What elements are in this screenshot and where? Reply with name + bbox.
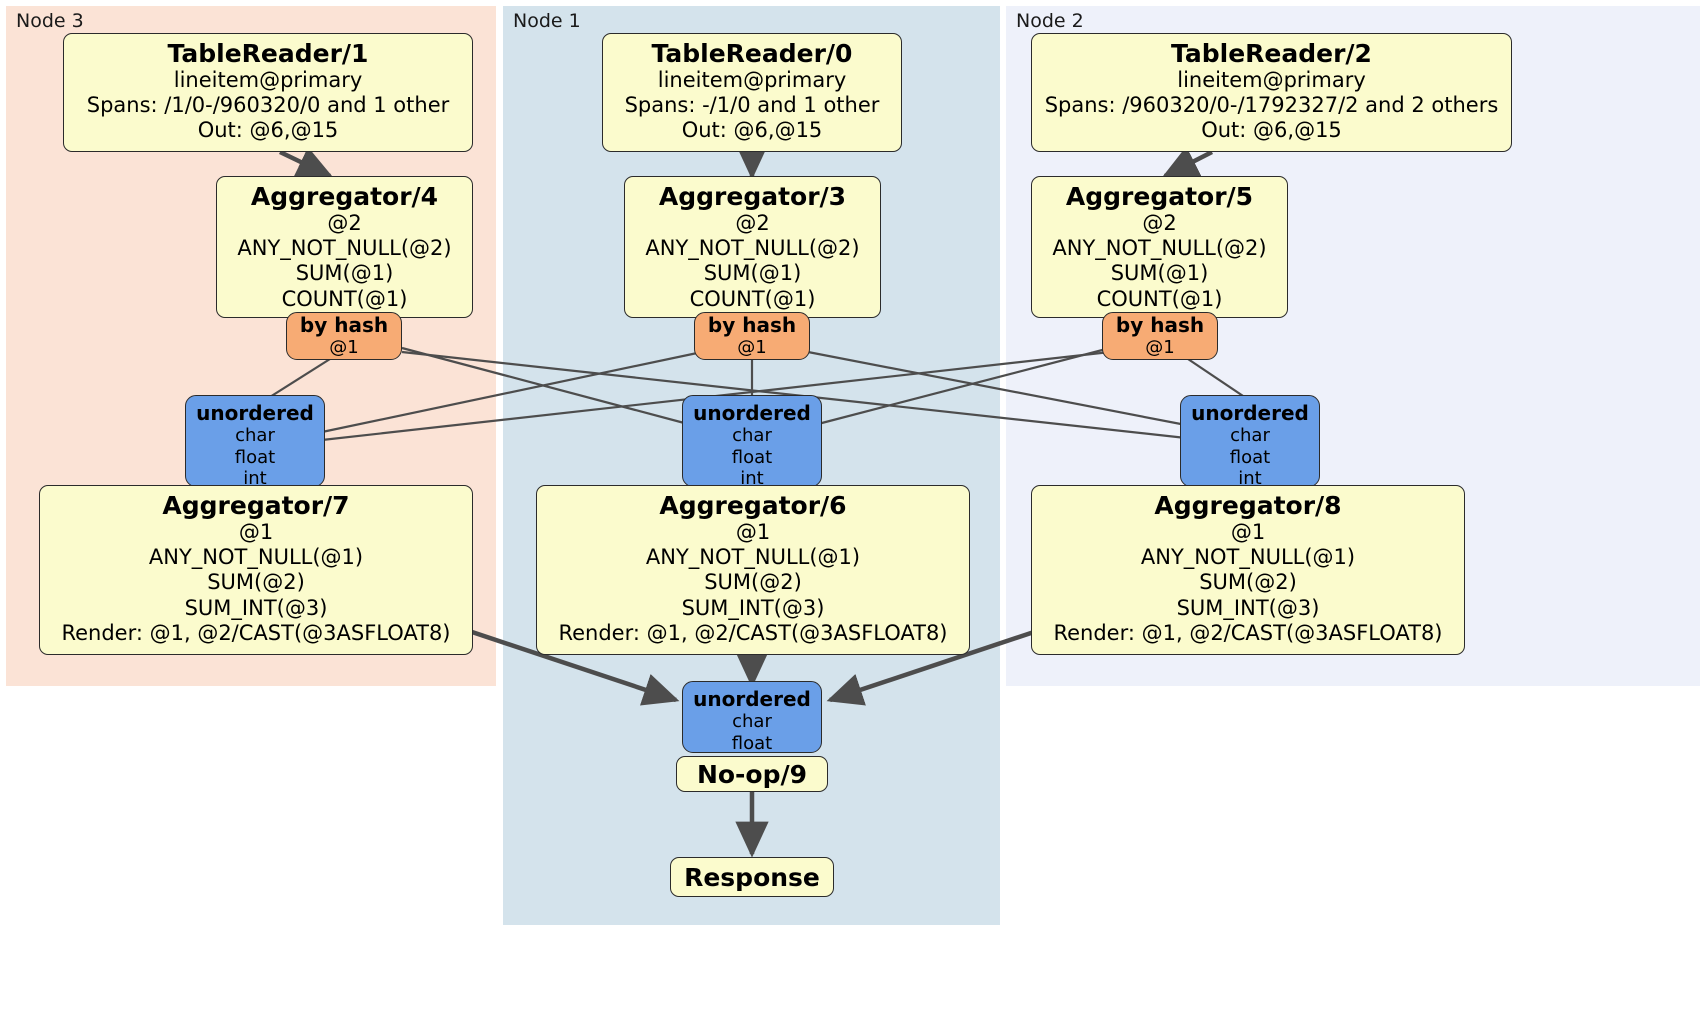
table-reader-2-spans: Spans: /960320/0-/1792327/2 and 2 others	[1044, 93, 1499, 118]
hash-router-node-2[interactable]: by hash @1	[1102, 312, 1218, 360]
aggregator-7-group: @1	[238, 520, 274, 544]
aggregator-8-func-1: SUM(@2)	[1199, 570, 1297, 595]
aggregator-4-title: Aggregator/4	[250, 182, 439, 211]
aggregator-6-func-2: SUM_INT(@3)	[681, 595, 825, 620]
aggregator-7-func-0: ANY_NOT_NULL(@1)	[148, 545, 364, 570]
sync-unordered-node-3-title: unordered	[196, 401, 314, 425]
sync-unordered-node-2[interactable]: unordered char float int	[1180, 395, 1320, 490]
aggregator-6[interactable]: Aggregator/6 @1 ANY_NOT_NULL(@1) SUM(@2)…	[536, 485, 970, 655]
aggregator-7-func-2: SUM_INT(@3)	[184, 595, 328, 620]
hash-router-node-1[interactable]: by hash @1	[694, 312, 810, 360]
response-label: Response	[684, 862, 820, 892]
no-op-9[interactable]: No-op/9	[676, 756, 828, 792]
sync-unordered-node-1[interactable]: unordered char float int	[682, 395, 822, 490]
hash-router-node-2-title: by hash	[1115, 312, 1205, 337]
hash-router-node-2-column: @1	[1145, 336, 1175, 358]
table-reader-0-spans: Spans: -/1/0 and 1 other	[624, 93, 880, 118]
sync-unordered-node-1-type-2: int	[740, 468, 764, 490]
sync-unordered-node-3-type-2: int	[243, 468, 267, 490]
no-op-9-label: No-op/9	[696, 759, 808, 789]
aggregator-6-func-0: ANY_NOT_NULL(@1)	[645, 545, 861, 570]
aggregator-3-func-2: COUNT(@1)	[689, 286, 816, 311]
table-reader-2-title: TableReader/2	[1171, 39, 1372, 68]
sync-unordered-node-2-title: unordered	[1191, 401, 1309, 425]
aggregator-3[interactable]: Aggregator/3 @2 ANY_NOT_NULL(@2) SUM(@1)…	[624, 176, 881, 318]
hash-router-node-1-column: @1	[737, 336, 767, 358]
table-reader-1-spans: Spans: /1/0-/960320/0 and 1 other	[86, 93, 450, 118]
sync-unordered-node-3-type-0: char	[235, 425, 275, 446]
aggregator-5-func-2: COUNT(@1)	[1096, 286, 1223, 311]
response[interactable]: Response	[670, 857, 834, 897]
panel-node-2-label: Node 2	[1016, 10, 1084, 32]
table-reader-2-table: lineitem@primary	[1177, 68, 1366, 92]
sync-unordered-final-type-0: char	[732, 711, 772, 732]
table-reader-0[interactable]: TableReader/0 lineitem@primary Spans: -/…	[602, 33, 902, 152]
hash-router-node-3-title: by hash	[299, 312, 389, 337]
aggregator-6-title: Aggregator/6	[659, 491, 847, 520]
aggregator-7-title: Aggregator/7	[162, 491, 350, 520]
aggregator-4-func-2: COUNT(@1)	[281, 286, 408, 311]
hash-router-node-1-title: by hash	[707, 312, 797, 337]
aggregator-6-func-1: SUM(@2)	[704, 570, 802, 595]
sync-unordered-final-type-1: float	[731, 732, 773, 754]
table-reader-2-out: Out: @6,@15	[1201, 118, 1342, 143]
aggregator-7-render: Render: @1, @2/CAST(@3ASFLOAT8)	[61, 620, 451, 645]
table-reader-2[interactable]: TableReader/2 lineitem@primary Spans: /9…	[1031, 33, 1512, 152]
aggregator-8-render: Render: @1, @2/CAST(@3ASFLOAT8)	[1053, 620, 1443, 645]
hash-router-node-3-column: @1	[329, 336, 359, 358]
panel-node-1-label: Node 1	[513, 10, 581, 32]
aggregator-5-group: @2	[1142, 211, 1177, 235]
sync-unordered-node-2-type-2: int	[1238, 468, 1262, 490]
aggregator-8[interactable]: Aggregator/8 @1 ANY_NOT_NULL(@1) SUM(@2)…	[1031, 485, 1465, 655]
aggregator-7-func-1: SUM(@2)	[207, 570, 305, 595]
sync-unordered-node-1-title: unordered	[693, 401, 811, 425]
aggregator-8-group: @1	[1230, 520, 1266, 544]
aggregator-5-func-0: ANY_NOT_NULL(@2)	[1052, 236, 1267, 261]
sync-unordered-final-title: unordered	[693, 687, 811, 711]
aggregator-6-render: Render: @1, @2/CAST(@3ASFLOAT8)	[558, 620, 948, 645]
panel-node-3-label: Node 3	[16, 10, 84, 32]
aggregator-3-group: @2	[735, 211, 770, 235]
sync-unordered-node-3-type-1: float	[234, 446, 276, 468]
aggregator-4-func-1: SUM(@1)	[295, 261, 394, 286]
aggregator-5-title: Aggregator/5	[1065, 182, 1254, 211]
sync-unordered-node-2-type-1: float	[1229, 446, 1271, 468]
sync-unordered-node-2-type-0: char	[1230, 425, 1270, 446]
sync-unordered-node-1-type-0: char	[732, 425, 772, 446]
sync-unordered-final[interactable]: unordered char float	[682, 681, 822, 754]
aggregator-6-group: @1	[735, 520, 771, 544]
aggregator-8-func-0: ANY_NOT_NULL(@1)	[1140, 545, 1356, 570]
aggregator-8-func-2: SUM_INT(@3)	[1176, 595, 1320, 620]
table-reader-0-out: Out: @6,@15	[681, 118, 823, 143]
aggregator-3-func-0: ANY_NOT_NULL(@2)	[645, 236, 860, 261]
aggregator-4-func-0: ANY_NOT_NULL(@2)	[237, 236, 452, 261]
table-reader-1-title: TableReader/1	[167, 39, 369, 68]
aggregator-5-func-1: SUM(@1)	[1110, 261, 1209, 286]
aggregator-5[interactable]: Aggregator/5 @2 ANY_NOT_NULL(@2) SUM(@1)…	[1031, 176, 1288, 318]
table-reader-1-out: Out: @6,@15	[197, 118, 339, 143]
table-reader-1[interactable]: TableReader/1 lineitem@primary Spans: /1…	[63, 33, 473, 152]
aggregator-8-title: Aggregator/8	[1154, 491, 1342, 520]
hash-router-node-3[interactable]: by hash @1	[286, 312, 402, 360]
table-reader-0-table: lineitem@primary	[657, 68, 847, 92]
aggregator-4-group: @2	[327, 211, 362, 235]
aggregator-7[interactable]: Aggregator/7 @1 ANY_NOT_NULL(@1) SUM(@2)…	[39, 485, 473, 655]
aggregator-4[interactable]: Aggregator/4 @2 ANY_NOT_NULL(@2) SUM(@1)…	[216, 176, 473, 318]
sync-unordered-node-1-type-1: float	[731, 446, 773, 468]
aggregator-3-func-1: SUM(@1)	[703, 261, 802, 286]
aggregator-3-title: Aggregator/3	[658, 182, 847, 211]
table-reader-1-table: lineitem@primary	[173, 68, 363, 92]
table-reader-0-title: TableReader/0	[651, 39, 853, 68]
sync-unordered-node-3[interactable]: unordered char float int	[185, 395, 325, 490]
